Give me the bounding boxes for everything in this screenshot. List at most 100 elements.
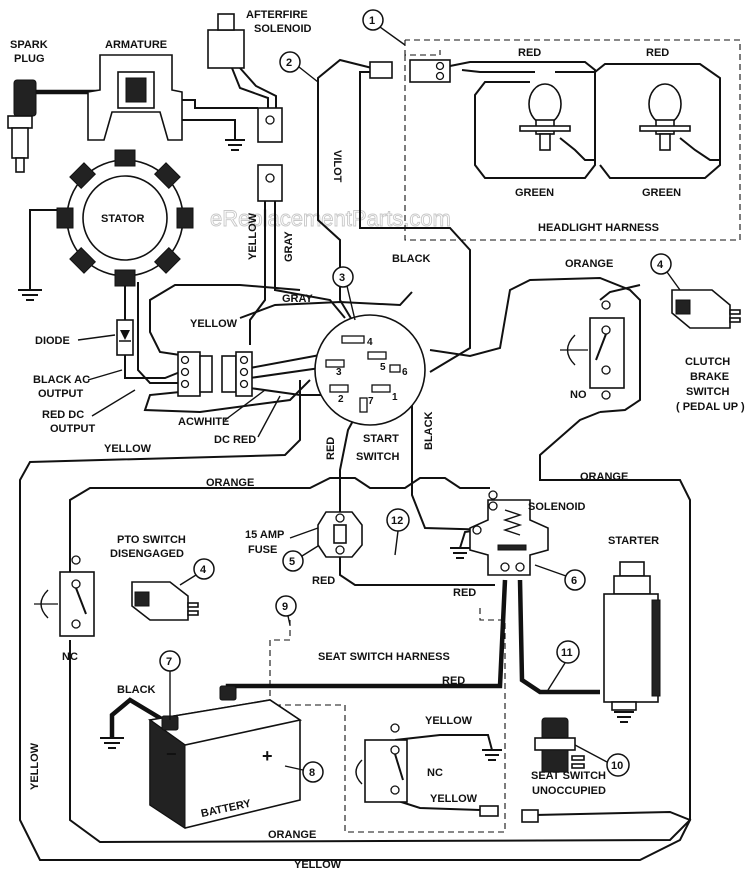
stator-ac-wire (137, 282, 180, 384)
svg-text:12: 12 (391, 515, 403, 527)
battery-ground-icon (100, 737, 124, 749)
afterfire-solenoid-cap (217, 13, 235, 31)
stator-ground-icon (18, 289, 42, 301)
solenoid-label: SOLENOID (528, 501, 586, 513)
headlight-callout-dash (404, 40, 441, 56)
svg-text:9: 9 (282, 601, 288, 613)
red-fuse-solenoid-wire (339, 555, 495, 586)
yellow-seat-label-2: YELLOW (430, 793, 478, 805)
afterfire-connector-upper (257, 107, 283, 143)
harness-loop-lower (143, 379, 311, 414)
headlight-bulb-1 (519, 83, 571, 151)
headlight-harness: RED RED GREEN GREEN HEADLIGHT HARNESS (369, 39, 741, 241)
afterfire-solenoid: AFTERFIRE SOLENOID (207, 9, 312, 202)
fuse-label-2: FUSE (248, 544, 277, 556)
starter-label: STARTER (608, 535, 659, 547)
headlight-red-label-2: RED (646, 47, 669, 59)
seat-switch-base (541, 749, 569, 773)
afterfire-connector-lower (257, 164, 283, 202)
vilot-wire (317, 58, 373, 331)
orange-clutch-wire (429, 276, 641, 413)
black-battery-label: BLACK (117, 684, 156, 696)
orange-mid-label: ORANGE (206, 477, 254, 489)
headlight-bulb-2 (639, 83, 691, 151)
starter-end (611, 701, 637, 711)
callout-10: 10 (574, 744, 630, 777)
spark-plug-label-2: PLUG (14, 53, 45, 65)
bulb-1-flange (519, 125, 571, 132)
black-switch-label: BLACK (423, 411, 435, 450)
battery-minus-sign: − (166, 744, 177, 764)
callouts: 1 2 3 4 4 5 6 (159, 9, 681, 783)
red-dc-label-2: OUTPUT (50, 423, 96, 435)
fuse: 15 AMP FUSE (245, 511, 363, 558)
gray-afterfire-label: GRAY (283, 231, 295, 262)
terminal-label-3: 3 (336, 367, 342, 378)
seat-switch-flange (534, 737, 576, 751)
bulb-2-socket (659, 133, 671, 151)
clutch-label-2: BRAKE (690, 371, 729, 383)
diode-out-wire (124, 355, 181, 379)
callout-9: 9 (275, 595, 297, 626)
afterfire-wire-a (231, 67, 269, 110)
orange-bottom-label: ORANGE (268, 829, 316, 841)
yellow-vertical-label: YELLOW (29, 742, 41, 790)
bulb-1-glass (528, 83, 562, 125)
clutch-label-1: CLUTCH (685, 356, 730, 368)
main-connector-right-shell (221, 355, 237, 393)
terminal-label-4: 4 (367, 337, 373, 348)
svg-text:6: 6 (571, 575, 577, 587)
stator-inner (82, 175, 168, 261)
headlight-green-label-1: GREEN (515, 187, 554, 199)
orange-top-wire (69, 477, 490, 560)
red-solenoid-label: RED (453, 587, 476, 599)
headlight-harness-label: HEADLIGHT HARNESS (538, 222, 659, 234)
acwhite-label: ACWHITE (178, 416, 229, 428)
solenoid-ground-icon (450, 547, 470, 559)
dc-red-label: DC RED (214, 434, 256, 446)
afterfire-terminal-b (265, 173, 275, 183)
starter-nose (613, 575, 651, 595)
start-switch-label-2: SWITCH (356, 451, 399, 463)
dc-red-leader (257, 395, 281, 438)
wire-labels: VILOT YELLOW GRAY BLACK GRAY YELLOW ORAN… (29, 150, 628, 871)
pto-label-1: PTO SWITCH (117, 534, 186, 546)
terminal-4-blade (341, 335, 365, 344)
pto-label-2: DISENGAGED (110, 548, 184, 560)
stator: STATOR (18, 149, 194, 301)
seat-switch-harness: SEAT SWITCH HARNESS NC (269, 608, 539, 833)
svg-text:4: 4 (657, 259, 664, 271)
yellow-afterfire-wire (249, 200, 266, 345)
orange-top-label: ORANGE (565, 258, 613, 270)
diode-label: DIODE (35, 335, 70, 347)
solenoid-coil-icon (502, 509, 523, 536)
clutch-switch-schematic: NO (560, 300, 625, 401)
callout-6: 6 (534, 564, 586, 591)
seat-switch-label-2: UNOCCUPIED (532, 785, 606, 797)
afterfire-label-2: SOLENOID (254, 23, 312, 35)
yellow-harness-label: YELLOW (190, 318, 238, 330)
pto-switch-picture: PTO SWITCH DISENGAGED (110, 534, 199, 621)
armature-core (125, 77, 147, 103)
spark-plug-body (11, 127, 29, 159)
svg-text:7: 7 (166, 656, 172, 668)
svg-text:2: 2 (286, 57, 292, 69)
starter-motor: STARTER (603, 535, 661, 723)
stator-ground-wire (29, 209, 65, 290)
afterfire-terminal-a (265, 115, 275, 125)
seat-switch-button-icon (541, 717, 569, 741)
seat-switch-label-1: SEAT SWITCH (531, 770, 606, 782)
svg-text:4: 4 (200, 564, 207, 576)
battery-positive-post (219, 685, 237, 701)
callout-1: 1 (362, 9, 406, 46)
starter-gear (619, 561, 645, 577)
red-switch-label: RED (325, 437, 337, 460)
armature-label: ARMATURE (105, 39, 167, 51)
gray-afterfire-wire (274, 200, 346, 319)
spark-plug-label-1: SPARK (10, 39, 48, 51)
solenoid-contact (497, 544, 527, 551)
yellow-main-wire (19, 380, 692, 861)
terminal-label-6: 6 (402, 367, 408, 378)
spark-plug-hex (7, 115, 33, 129)
battery: + − BATTERY (100, 685, 303, 829)
